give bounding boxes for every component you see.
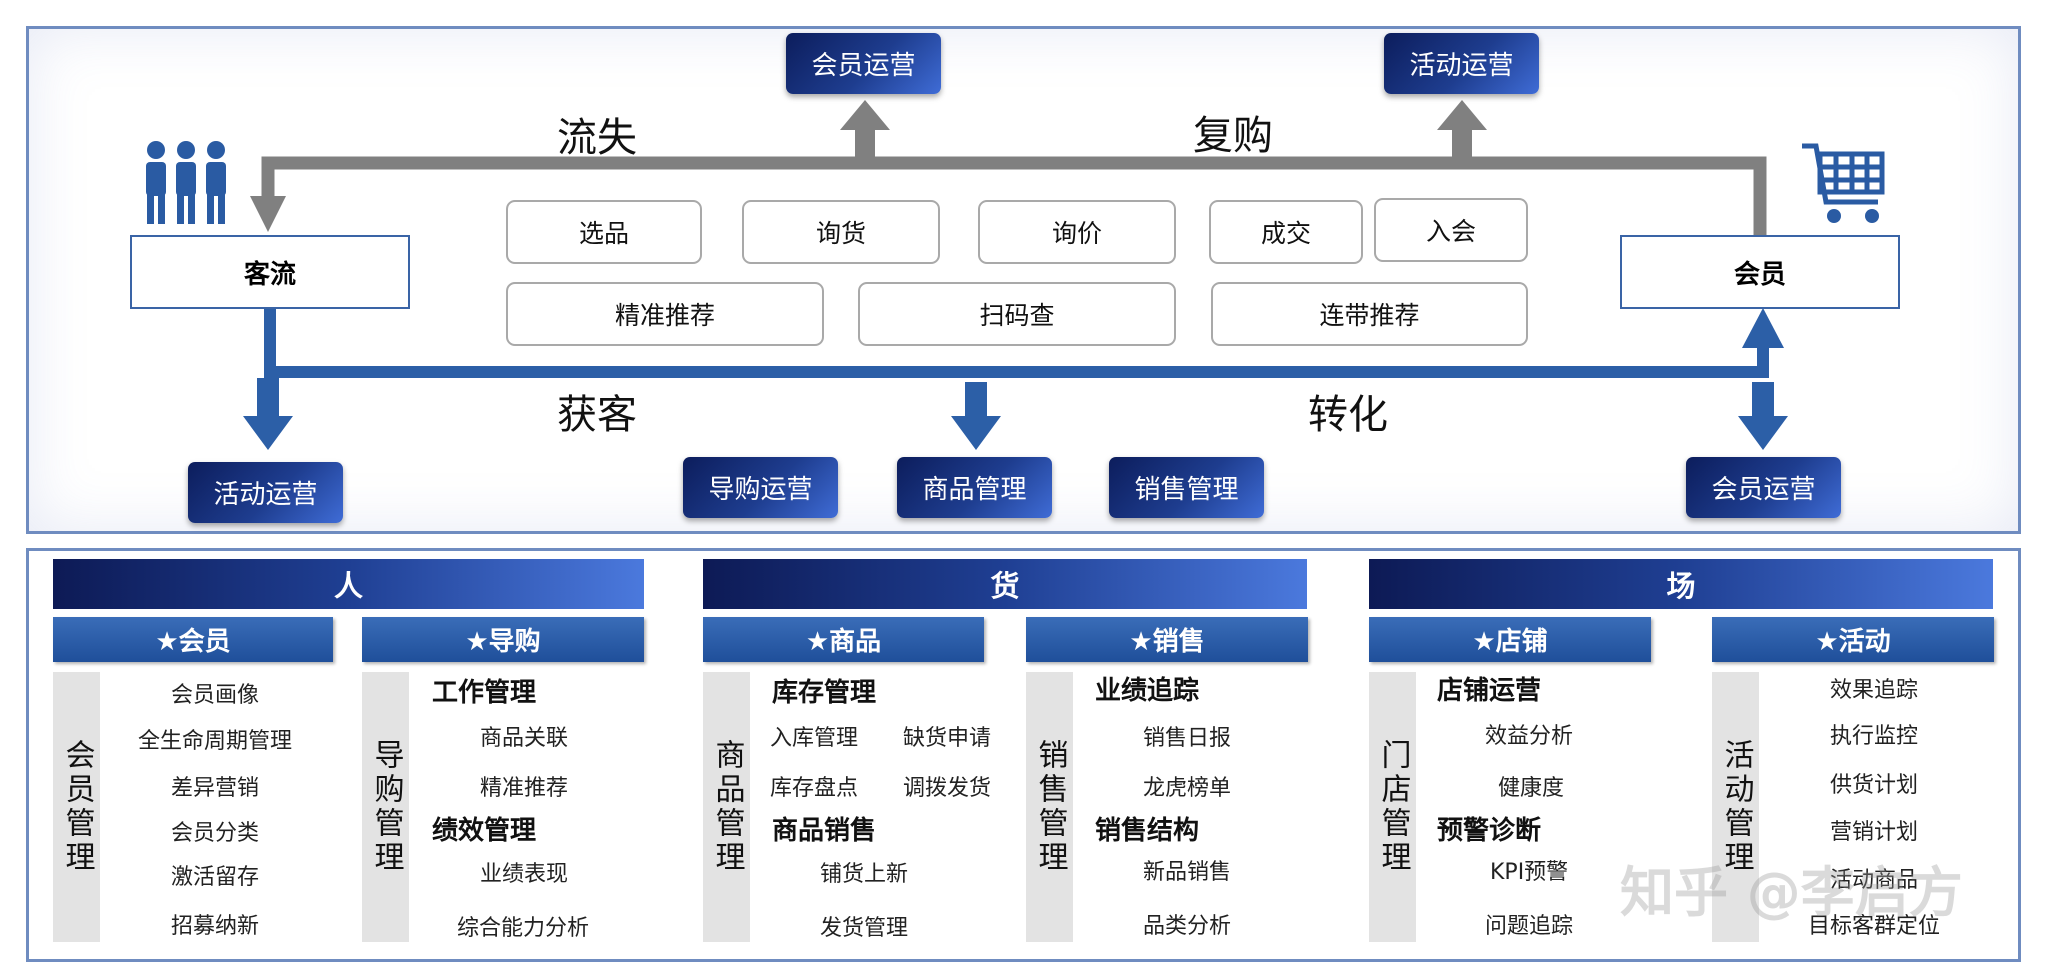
sales-item: 品类分析	[1143, 914, 1232, 939]
guide-item: 业绩表现	[480, 862, 569, 887]
guide-group-title: 绩效管理	[432, 816, 537, 846]
acquire-convert-line	[264, 307, 1769, 378]
goods-down-arrow-stem	[965, 382, 987, 418]
step-linked-recommend: 连带推荐	[1211, 282, 1528, 346]
goods-group-title: 商品销售	[772, 816, 877, 846]
repurchase-churn-line	[261, 156, 1767, 235]
activity-op-up-arrow-stem	[1452, 128, 1472, 157]
sales-item: 新品销售	[1143, 860, 1232, 885]
step-inquire-goods: 询货	[742, 200, 940, 264]
sales-item: 龙虎榜单	[1143, 776, 1232, 801]
activity-side-label: 活动管理	[1712, 672, 1759, 942]
sales-group-title: 销售结构	[1095, 816, 1200, 846]
member-op-up-arrow-stem	[855, 128, 875, 157]
store-group-title: 店铺运营	[1437, 676, 1542, 706]
convert-arrowhead	[1742, 308, 1784, 348]
activity-item: 效果追踪	[1830, 678, 1919, 703]
acquire-label: 获客	[557, 392, 637, 438]
goods-down-arrowhead	[951, 416, 1001, 450]
step-join: 入会	[1374, 198, 1528, 262]
member-op-bottom-button[interactable]: 会员运营	[1686, 457, 1841, 518]
activity-op-top-button[interactable]: 活动运营	[1384, 33, 1539, 94]
guide-side-label: 导购管理	[362, 672, 409, 942]
member-item: 差异营销	[171, 776, 260, 801]
member-down-arrowhead	[1738, 416, 1788, 450]
guide-op-button[interactable]: 导购运营	[683, 457, 838, 518]
store-item: KPI预警	[1490, 860, 1569, 885]
member-item: 激活留存	[171, 865, 260, 890]
activity-item: 执行监控	[1830, 724, 1919, 749]
watermark: 知乎 @李启方	[1620, 861, 1963, 924]
guide-item: 商品关联	[480, 726, 569, 751]
goods-item: 入库管理	[770, 726, 859, 751]
store-item: 效益分析	[1485, 724, 1574, 749]
traffic-node: 客流	[130, 235, 410, 309]
member-op-up-arrowhead	[840, 100, 890, 130]
store-side-label: 门店管理	[1369, 672, 1416, 942]
store-group-title: 预警诊断	[1437, 816, 1542, 846]
member-item: 招募纳新	[171, 914, 260, 939]
goods-item: 缺货申请	[903, 726, 992, 751]
goods-item: 发货管理	[820, 916, 909, 941]
people-goods-place-panel	[26, 548, 2021, 962]
activity-item: 目标客群定位	[1808, 914, 1941, 939]
member-item: 会员画像	[171, 683, 260, 708]
member-item: 会员分类	[171, 821, 260, 846]
step-precise-recommend: 精准推荐	[506, 282, 824, 346]
sales-item: 销售日报	[1143, 726, 1232, 751]
store-panel-header: ★店铺	[1369, 617, 1651, 662]
activity-panel-header: ★活动	[1712, 617, 1994, 662]
member-op-top-button[interactable]: 会员运营	[786, 33, 941, 94]
member-down-arrow-stem	[1752, 382, 1774, 418]
guide-item: 精准推荐	[480, 776, 569, 801]
activity-item: 营销计划	[1830, 820, 1919, 845]
activity-op-bottom-button[interactable]: 活动运营	[188, 462, 343, 523]
goods-panel-header: ★商品	[703, 617, 984, 662]
guide-item: 综合能力分析	[457, 916, 590, 941]
sales-group-title: 业绩追踪	[1095, 676, 1200, 706]
goods-item: 铺货上新	[820, 862, 909, 887]
guide-group-title: 工作管理	[432, 678, 537, 708]
sales-mgmt-button[interactable]: 销售管理	[1109, 457, 1264, 518]
section-goods-header: 货	[703, 559, 1307, 609]
shopping-cart-icon	[1802, 143, 1885, 223]
store-item: 健康度	[1498, 776, 1565, 801]
step-inquire-price: 询价	[978, 200, 1176, 264]
member-item: 全生命周期管理	[138, 729, 293, 754]
member-side-label: 会员管理	[53, 672, 100, 942]
repurchase-label: 复购	[1193, 113, 1273, 159]
sales-panel-header: ★销售	[1026, 617, 1308, 662]
people-icon	[146, 141, 226, 224]
member-node: 会员	[1620, 235, 1900, 309]
member-panel-header: ★会员	[53, 617, 333, 662]
section-place-header: 场	[1369, 559, 1993, 609]
churn-label: 流失	[557, 115, 637, 161]
sales-side-label: 销售管理	[1026, 672, 1073, 942]
step-select: 选品	[506, 200, 702, 264]
step-deal: 成交	[1209, 200, 1363, 264]
activity-item: 活动商品	[1830, 868, 1919, 893]
section-people-header: 人	[53, 559, 644, 609]
activity-down-arrow-stem	[257, 378, 279, 418]
activity-down-arrowhead	[243, 416, 293, 450]
convert-label: 转化	[1308, 392, 1388, 438]
activity-op-up-arrowhead	[1437, 100, 1487, 130]
step-scan-code: 扫码查	[858, 282, 1176, 346]
churn-arrowhead	[250, 196, 286, 232]
goods-item: 调拨发货	[903, 776, 992, 801]
guide-panel-header: ★导购	[362, 617, 644, 662]
store-item: 问题追踪	[1485, 914, 1574, 939]
goods-group-title: 库存管理	[772, 678, 877, 708]
goods-item: 库存盘点	[770, 776, 859, 801]
activity-item: 供货计划	[1830, 773, 1919, 798]
goods-mgmt-button[interactable]: 商品管理	[897, 457, 1052, 518]
goods-side-label: 商品管理	[703, 672, 750, 942]
